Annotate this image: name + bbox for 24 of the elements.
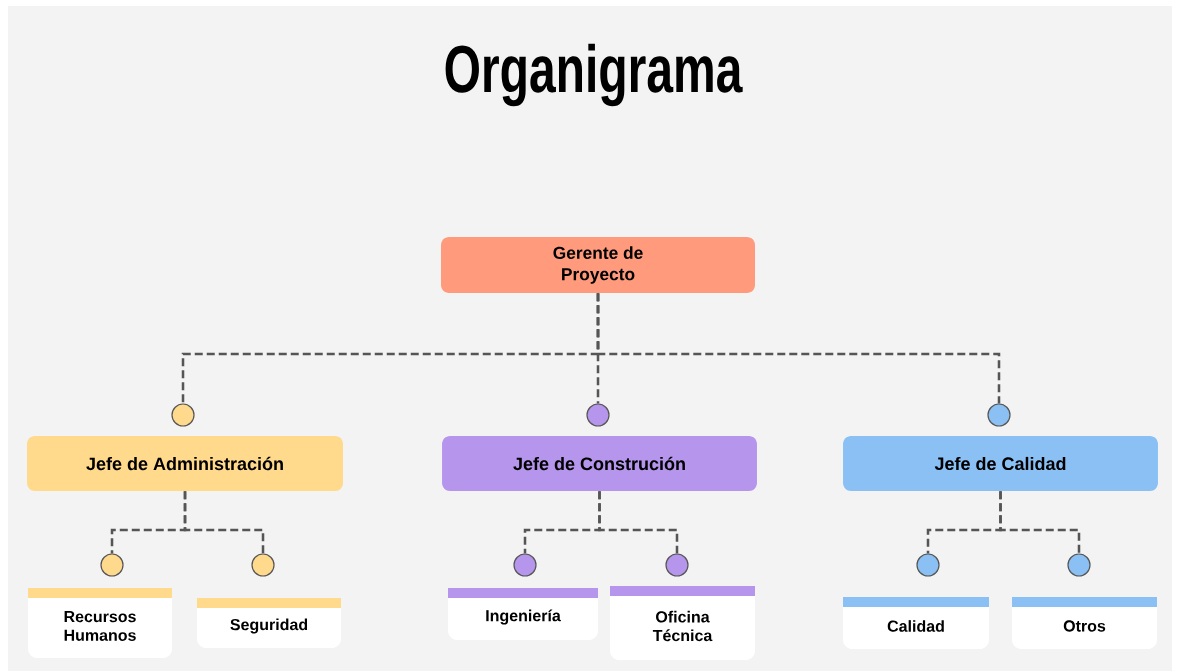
connector-line <box>999 491 1081 554</box>
role-box: Jefe de Construción <box>442 436 757 491</box>
connector-dot <box>987 403 1011 427</box>
unit-card: Ingeniería <box>448 588 598 640</box>
connector-line <box>598 491 679 554</box>
role-box: Jefe de Calidad <box>843 436 1158 491</box>
connector-dot <box>916 553 940 577</box>
connector-dot <box>251 553 275 577</box>
connector-dot <box>586 403 610 427</box>
unit-card: Seguridad <box>197 598 341 648</box>
connector-dot <box>513 553 537 577</box>
connector-dot <box>665 553 689 577</box>
connector-line <box>183 491 265 554</box>
unit-card: Otros <box>1012 597 1157 649</box>
connector-dot <box>1067 553 1091 577</box>
role-box: Gerente de Proyecto <box>441 237 755 293</box>
connector-dot <box>100 553 124 577</box>
unit-card: Calidad <box>843 597 989 649</box>
connector-line <box>596 293 1001 404</box>
connector-dot <box>171 403 195 427</box>
unit-card: Recursos Humanos <box>28 588 172 658</box>
title: Organigrama <box>445 43 743 107</box>
role-box: Jefe de Administración <box>27 436 343 491</box>
unit-card: Oficina Técnica <box>610 586 755 660</box>
